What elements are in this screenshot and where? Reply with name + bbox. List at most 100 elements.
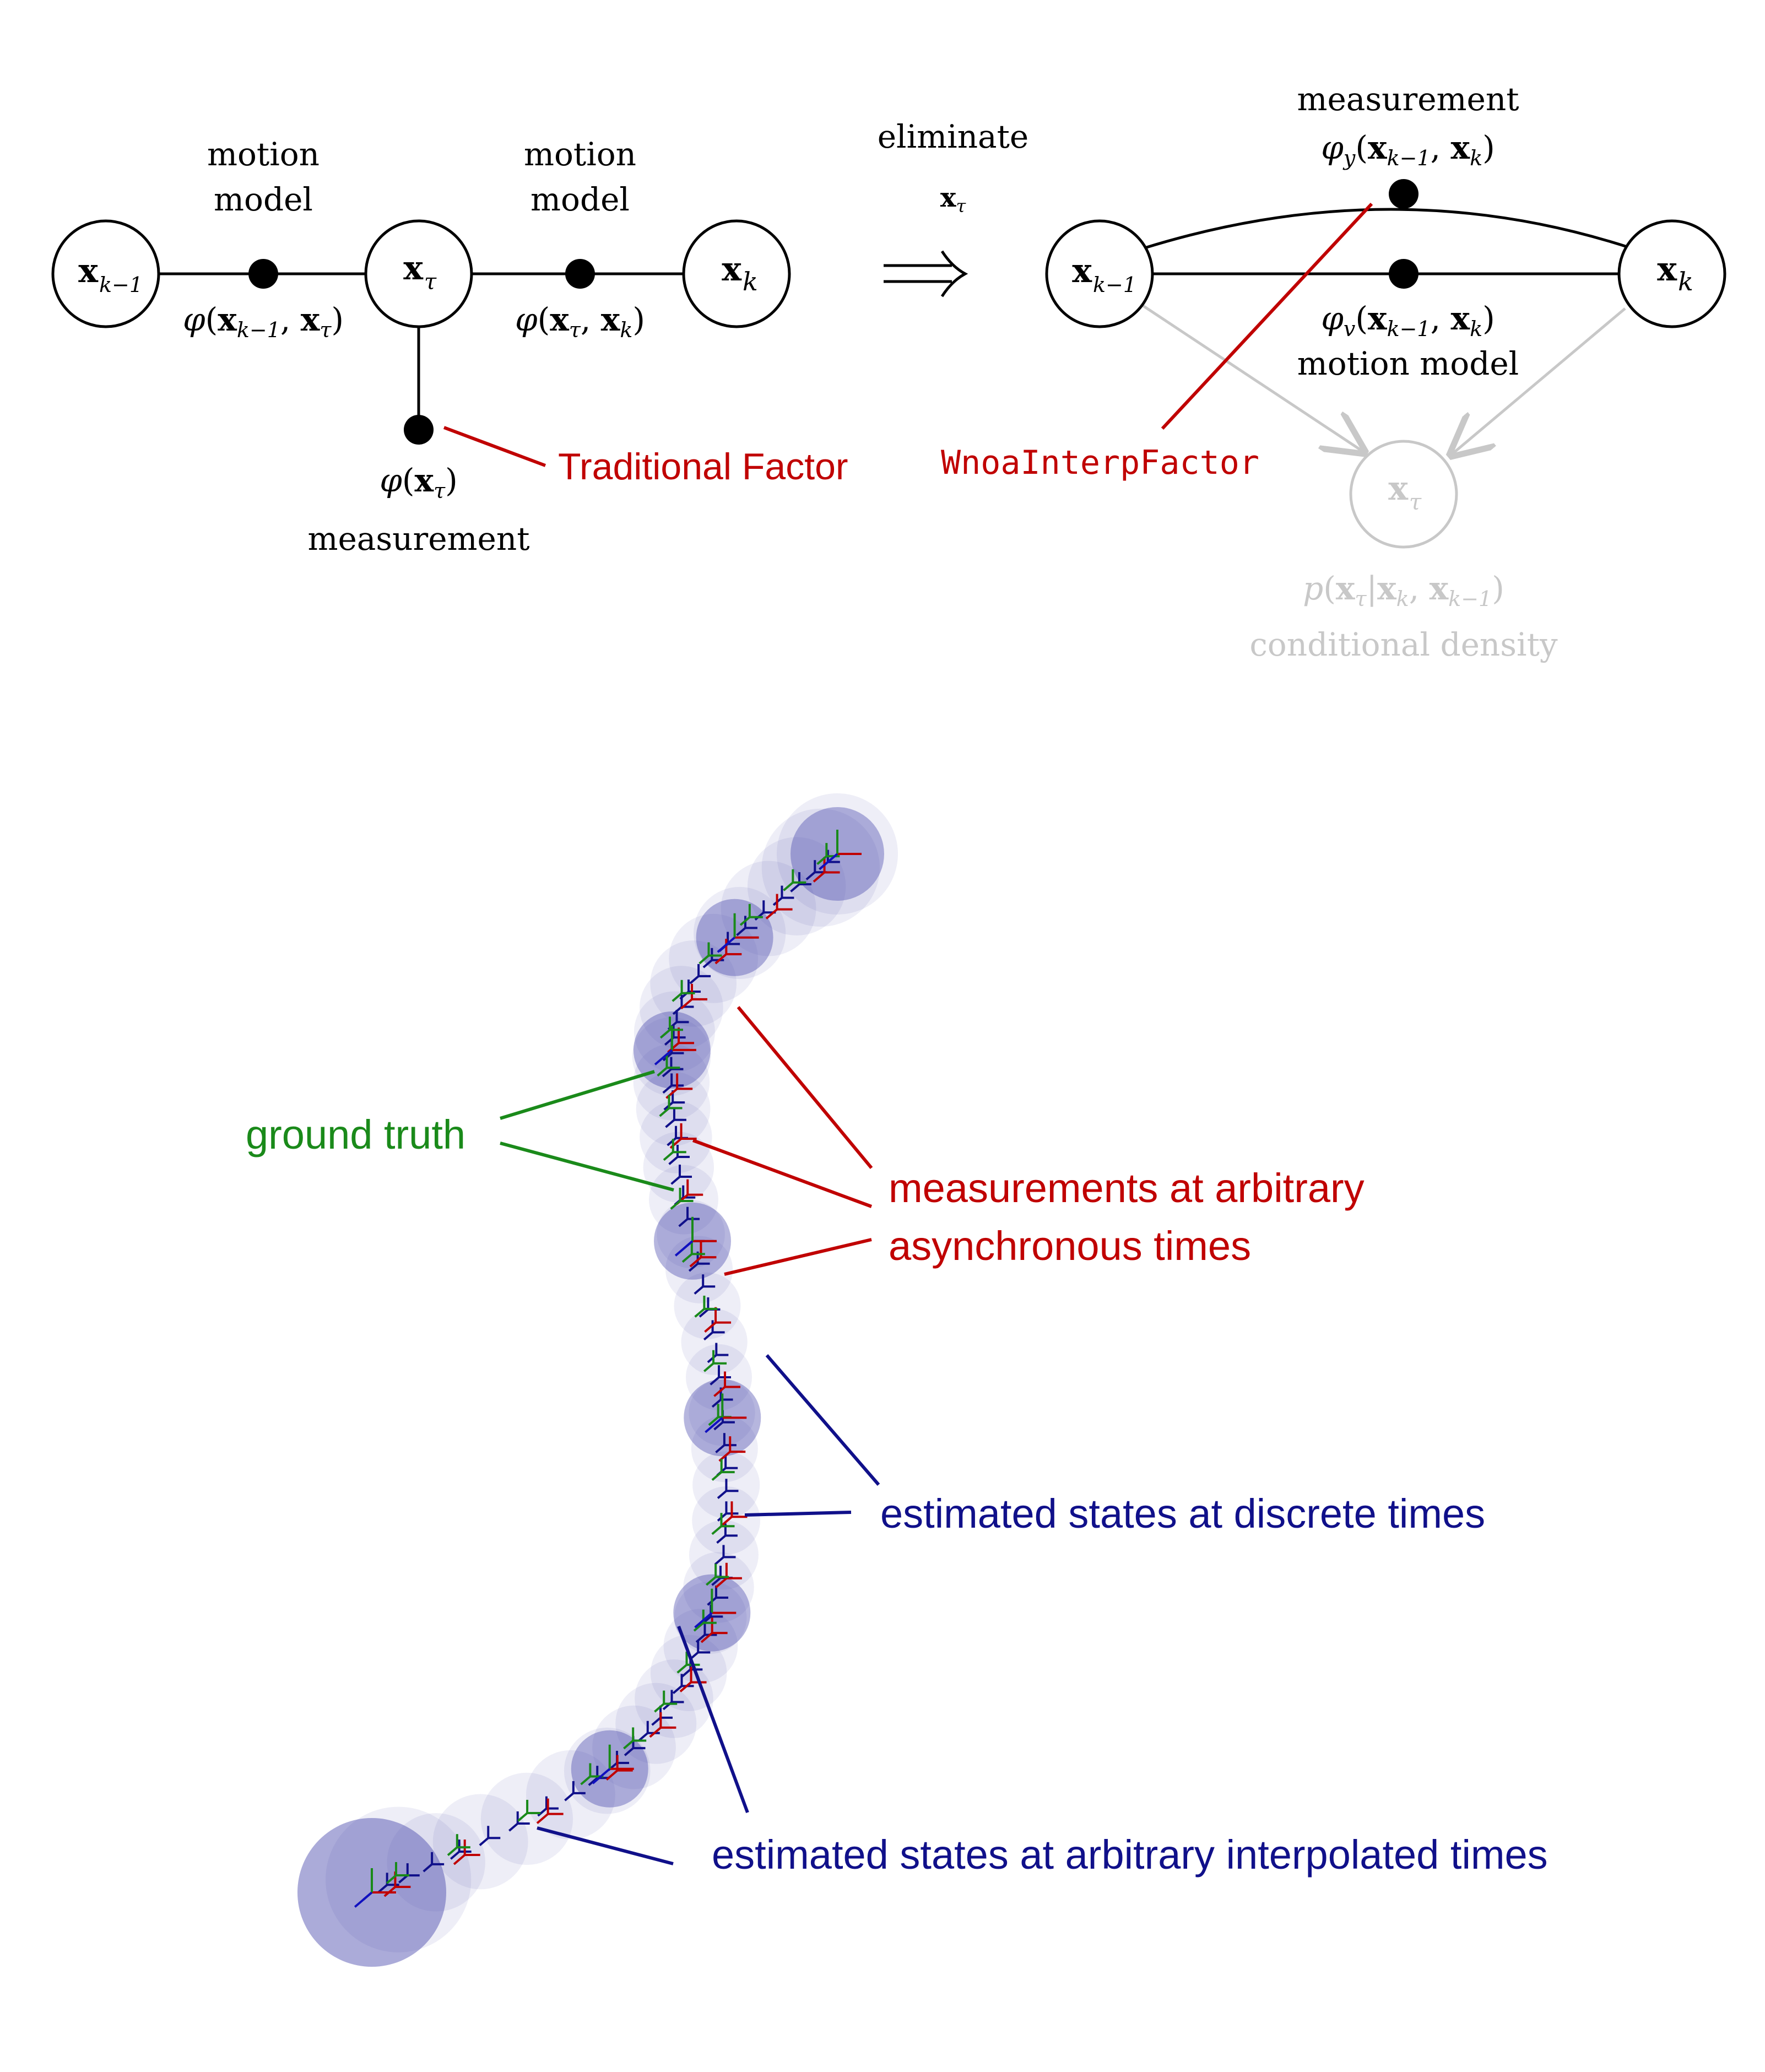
interpolated-pose-triad [423, 1852, 445, 1873]
triad-axis-z [816, 855, 827, 865]
node-label-main: x [1072, 252, 1092, 290]
conditional-edge-right [1452, 307, 1626, 455]
interpolated-covariance-circle [480, 1772, 573, 1865]
interpolated-covariance-circle [681, 1308, 748, 1375]
interpolated-pose-triad [689, 964, 711, 984]
ground-truth-leader-2 [500, 1142, 674, 1192]
wnoa-leader [1161, 202, 1373, 430]
interpolated-pose-triad [665, 1107, 686, 1128]
motion-label-2-line2: model [530, 181, 630, 218]
motion-label-1-line1: motion [207, 136, 320, 173]
triad-axis-z [717, 937, 735, 953]
triad-axis-z [638, 1732, 649, 1741]
node-label-sub: k [1678, 267, 1693, 296]
triad-axis-z [680, 998, 693, 1010]
node-label-main: x [1388, 469, 1409, 508]
node-label-sub: k [743, 267, 758, 296]
triad-axis-z [681, 1253, 693, 1263]
measurement-pose-triad [714, 939, 742, 965]
triad-axis-z [681, 1668, 691, 1678]
triad-axis-z [716, 1534, 727, 1544]
ground-truth-leader-1 [500, 1070, 655, 1120]
triad-axis-z [710, 1376, 720, 1386]
ground-truth-pose-triad [386, 1862, 409, 1884]
measurement-pose-triad [536, 1798, 564, 1824]
top-measurement-label: measurement [1297, 80, 1519, 118]
interpolated-pose-triad [694, 1274, 716, 1295]
measurement-pose-triad [713, 1371, 741, 1397]
interpolated-covariance-circle [650, 1635, 727, 1711]
triad-axis-z [678, 1218, 689, 1227]
motion-label-1-line2: model [214, 181, 313, 218]
ground-truth-pose-triad [711, 1513, 735, 1535]
measurement-pose-triad [714, 1562, 742, 1589]
double-arrow-icon [884, 250, 968, 297]
ground-truth-pose-triad [447, 1834, 470, 1857]
node-x-k-minus-1: x k−1 [51, 219, 160, 328]
triad-axis-z [657, 1067, 668, 1077]
triad-axis-z [699, 954, 710, 965]
measurement-pose-triad [649, 1712, 676, 1738]
triad-axis-z [663, 1151, 674, 1161]
triad-axis-z [694, 1308, 705, 1318]
measurement-pose-triad [765, 894, 793, 919]
conditional-formula: p(xτ|xk, xk−1) [1303, 570, 1504, 611]
interpolated-leader-1 [677, 1625, 749, 1814]
interpolated-states-label: estimated states at arbitrary interpolat… [712, 1832, 1548, 1878]
interpolated-pose-triad [479, 1826, 501, 1846]
triad-axis-z [672, 1685, 683, 1695]
triad-axis-z [398, 1874, 409, 1884]
triad-axis-z [624, 1747, 634, 1756]
measurement-pose-triad [680, 983, 708, 1010]
triad-axis-z [699, 1308, 709, 1318]
wnoa-interp-factor-label: WnoaInterpFactor [941, 443, 1259, 482]
trajectory-visualization [297, 793, 898, 1967]
ground-truth-label: ground truth [246, 1112, 465, 1157]
triad-axis-z [479, 1837, 489, 1846]
measurement-pose-triad [720, 1501, 748, 1527]
ground-truth-pose-triad [694, 1295, 718, 1318]
triad-axis-z [711, 1525, 722, 1535]
triad-axis-z [708, 1416, 719, 1426]
node-label-main: x [78, 252, 99, 290]
interpolated-covariance-circle [635, 1659, 713, 1738]
ground-truth-pose-triad [659, 1095, 683, 1117]
triad-axis-z [688, 1263, 699, 1272]
triad-axis-z [711, 1577, 722, 1586]
interpolated-covariance-circle [432, 1794, 528, 1890]
triad-axis-z [670, 1176, 681, 1185]
discrete-state-triad [674, 1216, 717, 1257]
triad-axis-z [672, 992, 683, 1002]
node-label-sub: k−1 [99, 273, 143, 297]
triad-axis-z [670, 1200, 681, 1210]
motion-label-2-line1: motion [524, 136, 636, 173]
node-x-k: x k [682, 219, 791, 328]
triad-axis-z [694, 1612, 713, 1629]
interpolated-covariance-circle [326, 1806, 472, 1952]
triad-axis-z [702, 959, 713, 969]
node-right-x-tau-faded: x τ [1349, 440, 1458, 549]
triad-axis-z [654, 1049, 673, 1065]
triad-axis-z [537, 1808, 548, 1817]
triad-axis-z [765, 908, 778, 919]
interpolated-covariance-circle [387, 1813, 485, 1912]
triad-axis-z [592, 1768, 611, 1784]
motion-model-label: motion model [1297, 345, 1519, 382]
ground-truth-pose-triad [783, 869, 806, 891]
factor-motion-2 [565, 259, 595, 289]
triad-axis-z [659, 1029, 671, 1039]
triad-axis-z [377, 1884, 388, 1894]
measurement-leader-2 [692, 1139, 873, 1208]
interpolated-covariance-circle [721, 861, 816, 956]
factor-2-formula: φ(xτ, xk) [515, 301, 645, 342]
triad-axis-z [667, 1137, 677, 1146]
node-right-x-k-minus-1: x k−1 [1045, 219, 1154, 328]
triad-axis-z [674, 1240, 694, 1257]
eliminate-label: eliminate [878, 118, 1029, 155]
ground-truth-pose-triad [670, 1187, 694, 1210]
factor-1-formula: φ(xk−1, xτ) [183, 301, 344, 342]
right-factor-graph: x k−1 x k x τ measurement φy(xk−1, xk) φ… [941, 80, 1726, 663]
triad-axis-z [580, 1775, 591, 1786]
triad-axis-z [704, 1322, 717, 1333]
interpolated-pose-triad [668, 1145, 690, 1165]
